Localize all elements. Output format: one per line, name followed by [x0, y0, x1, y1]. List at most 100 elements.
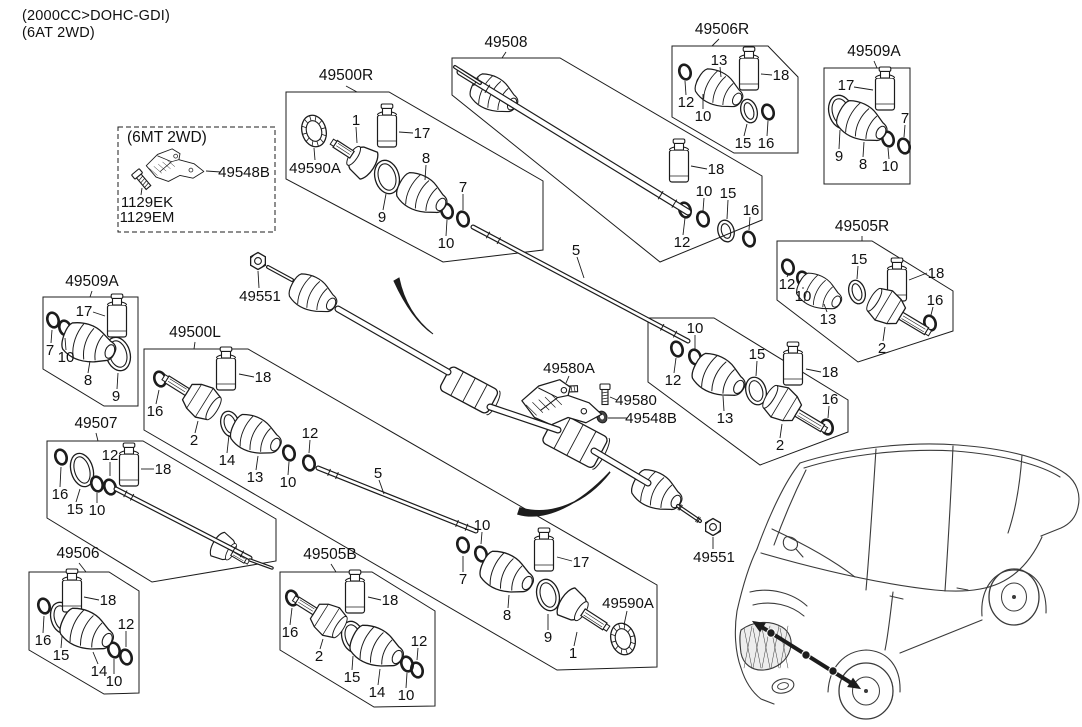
- callout-leader: [930, 306, 934, 316]
- part-number-49580: 49580: [615, 392, 657, 409]
- part-16-snap-ring: [760, 103, 776, 121]
- transmission-spec-label: (6AT 2WD): [22, 25, 95, 41]
- callout-8: 8: [422, 150, 430, 181]
- group-49505b-outline: [279, 571, 436, 708]
- part-1-outer-joint: [556, 587, 611, 632]
- part-16-snap-ring: [53, 448, 69, 466]
- part-number-9: 9: [544, 629, 552, 646]
- callout-leader: [313, 147, 316, 161]
- part-16-snap-ring: [922, 314, 938, 332]
- shaft-main-rod-c: [590, 447, 652, 487]
- part-number-49590A: 49590A: [289, 160, 341, 177]
- part-number-14: 14: [219, 452, 236, 469]
- part-number-18: 18: [928, 265, 945, 282]
- part-number-9: 9: [835, 148, 843, 165]
- callout-18: 18: [238, 369, 271, 386]
- callout-16: 16: [35, 615, 51, 649]
- part-49551-nut: [249, 251, 267, 271]
- part-number-8: 8: [859, 156, 867, 173]
- callout-leader: [319, 638, 324, 650]
- callout-18: 18: [367, 592, 398, 609]
- callout-leader: [760, 73, 773, 76]
- part-number-10: 10: [795, 288, 812, 305]
- part-number-12: 12: [779, 276, 796, 293]
- callout-leader: [480, 531, 483, 545]
- part-number-14: 14: [369, 684, 386, 701]
- group-49508-outline: [451, 57, 763, 263]
- swoosh-arcs: [393, 277, 611, 517]
- group-49507-label: 49507: [74, 415, 117, 432]
- part-49590A-ring: [301, 114, 327, 148]
- callout-leader: [684, 80, 687, 96]
- callout-leader: [60, 635, 63, 649]
- part-number-15: 15: [735, 135, 752, 152]
- group-49500r: 49500R: [285, 67, 544, 263]
- callout-10: 10: [89, 493, 105, 519]
- callout-18: 18: [141, 461, 171, 478]
- callout-16: 16: [282, 607, 298, 641]
- callout-17: 17: [556, 554, 589, 571]
- callout-2: 2: [190, 420, 199, 449]
- part-18-grease-tube: [668, 138, 690, 183]
- group-49505r: 49505R: [776, 218, 954, 363]
- group-49500l-leader: [193, 341, 196, 350]
- callout-leader: [50, 329, 53, 344]
- callout-leader: [75, 488, 81, 503]
- part-number-5: 5: [572, 242, 580, 259]
- callout-leader: [377, 668, 381, 686]
- callout-10: 10: [695, 94, 712, 125]
- part-10-snap-ring: [399, 655, 415, 673]
- callout-leader: [823, 303, 828, 313]
- part-49548B-bracket: [145, 148, 205, 182]
- callout-leader: [623, 610, 628, 626]
- part-number-10: 10: [882, 158, 899, 175]
- part-12-snap-ring: [669, 340, 685, 358]
- part-9-boot-clamp: [535, 578, 561, 612]
- part-number-1129EM: 1129EM: [120, 209, 175, 226]
- group-49509a-left-leader: [89, 290, 93, 298]
- group-49506r: 49506R: [671, 21, 799, 154]
- callout-17: 17: [398, 125, 430, 142]
- callout-18: 18: [83, 592, 116, 609]
- callout-9: 9: [544, 614, 552, 646]
- part-number-2: 2: [878, 340, 886, 357]
- part-number-7: 7: [459, 571, 467, 588]
- joint-location-dot: [828, 666, 838, 676]
- part-12-snap-ring: [677, 63, 693, 81]
- part-49590A-ring: [610, 622, 636, 656]
- shaft-49507-stub: [248, 558, 274, 570]
- callout-8: 8: [503, 594, 511, 624]
- part-number-10: 10: [695, 108, 712, 125]
- part-number-13: 13: [820, 311, 837, 328]
- callout-leader: [116, 372, 119, 390]
- callout-7: 7: [459, 556, 467, 588]
- group-49509a-top-leader: [873, 60, 878, 69]
- part-number-12: 12: [665, 372, 682, 389]
- part-18-grease-tube: [61, 568, 83, 613]
- part-12-snap-ring: [677, 201, 693, 219]
- part-number-49548B: 49548B: [218, 164, 270, 181]
- group-49508-leader: [501, 51, 507, 59]
- group-49507: 49507: [46, 415, 277, 583]
- part-17-grease-tube: [874, 66, 896, 111]
- part-number-1: 1: [352, 112, 360, 129]
- front-wheel: [838, 662, 894, 720]
- callout-49551: 49551: [239, 270, 281, 305]
- callout-10: 10: [687, 320, 703, 349]
- part-15-boot-clamp: [739, 98, 759, 124]
- part-49548B-bracket: [521, 379, 603, 426]
- part-8-cv-boot: [836, 100, 888, 142]
- callout-leader: [908, 272, 928, 281]
- group-49505r-label: 49505R: [835, 218, 889, 235]
- part-number-10: 10: [696, 183, 713, 200]
- callout-7: 7: [46, 329, 54, 359]
- callout-17: 17: [76, 303, 106, 320]
- part-number-10: 10: [280, 474, 297, 491]
- callout-leader: [805, 368, 822, 373]
- page-header: (2000CC>DOHC-GDI)(6AT 2WD): [22, 8, 170, 42]
- part-number-12: 12: [674, 234, 691, 251]
- part-15-boot-clamp: [847, 279, 867, 305]
- part-10-snap-ring: [695, 210, 711, 228]
- callout-49548B: 49548B: [608, 410, 677, 427]
- part-number-5: 5: [374, 465, 382, 482]
